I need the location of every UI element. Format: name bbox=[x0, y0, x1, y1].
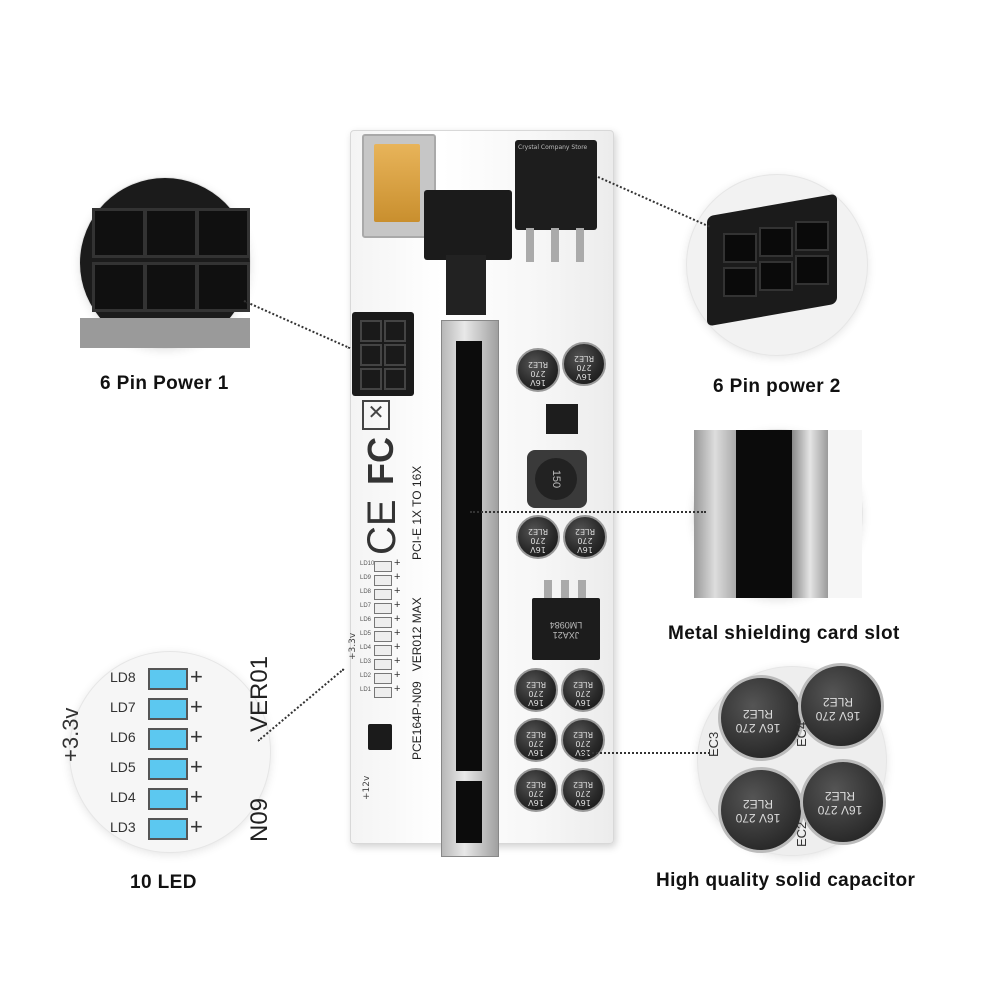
zoom-cap-text: 16V 270 RLE2 bbox=[735, 707, 781, 735]
zoom-led-row: LD4 + bbox=[110, 784, 203, 810]
fcc-text: FC bbox=[360, 437, 401, 485]
slot-hinge bbox=[446, 255, 486, 315]
slot-opening-main bbox=[456, 341, 482, 771]
slot-opening-short bbox=[456, 781, 482, 843]
zoom-led-row: LD7 + bbox=[110, 694, 203, 720]
ic-pins bbox=[542, 580, 590, 598]
power-ic-label: JXA21 LM0984 bbox=[549, 620, 583, 640]
capacitor: 16V 270 RLE2 bbox=[514, 768, 558, 812]
zoom-led-row: LD6 + bbox=[110, 724, 203, 750]
zoom-six-pin-power-1 bbox=[80, 178, 250, 348]
spec-text: PCI-E 1X TO 16X bbox=[410, 466, 424, 560]
board-led-row: LD1+ bbox=[360, 683, 420, 698]
usb-gold-pins bbox=[374, 144, 420, 222]
zoom-model-fragment-2: N09 bbox=[246, 797, 273, 842]
spec-label: PCI-E 1X TO 16X bbox=[410, 465, 424, 560]
ce-mark: CE bbox=[360, 499, 405, 555]
capacitor: 16V 270 RLE2 bbox=[561, 668, 605, 712]
leader-line-capacitor bbox=[580, 752, 710, 754]
inductor: 150 bbox=[527, 450, 587, 508]
zoom-cap-label: EC4 bbox=[794, 721, 809, 747]
pcie-x1-header bbox=[424, 190, 512, 260]
ce-text: CE bbox=[360, 499, 404, 555]
board-led-row: LD3+ bbox=[360, 655, 420, 670]
board-led-row: LD8+ bbox=[360, 585, 420, 600]
zoom-cap-text: 16V 270 RLE2 bbox=[815, 695, 861, 723]
zoom-capacitor: 16V 270 RLE2 16V 270 RLE2 16V 270 RLE2 1… bbox=[698, 663, 886, 855]
label-six-pin-power-1: 6 Pin Power 1 bbox=[100, 373, 229, 394]
power-ic: JXA21 LM0984 bbox=[532, 598, 600, 660]
capacitor: 16V 270 RLE2 bbox=[561, 768, 605, 812]
pcie-x16-slot bbox=[441, 320, 499, 857]
zoom-led-row: LD3 + bbox=[110, 814, 203, 840]
zoom-six-pin-power-2 bbox=[687, 175, 867, 355]
label-capacitor: High quality solid capacitor bbox=[656, 870, 916, 891]
store-label: Crystal Company Store bbox=[518, 144, 588, 151]
capacitor: 16V 270 RLE2 bbox=[561, 718, 605, 762]
inductor-label: 150 bbox=[535, 458, 577, 500]
capacitor: 16V 270 RLE2 bbox=[563, 515, 607, 559]
leader-line-pin1 bbox=[243, 300, 351, 350]
zoom-cap-label: EC2 bbox=[794, 821, 809, 847]
board-led-row: LD2+ bbox=[360, 669, 420, 684]
capacitor: 16V 270 RLE2 bbox=[516, 515, 560, 559]
board-led-row: LD9+ bbox=[360, 571, 420, 586]
led-driver-chip bbox=[368, 724, 392, 750]
board-led-row: LD6+ bbox=[360, 613, 420, 628]
zoom-model-fragment: VER01 bbox=[246, 655, 273, 732]
capacitor: 16V 270 RLE2 bbox=[562, 342, 606, 386]
label-six-pin-power-2: 6 Pin power 2 bbox=[713, 376, 841, 397]
zoom-metal-slot bbox=[694, 430, 862, 598]
capacitor: 16V 270 RLE2 bbox=[514, 718, 558, 762]
board-led-row: LD4+ bbox=[360, 641, 420, 656]
label-metal-slot: Metal shielding card slot bbox=[668, 623, 900, 644]
zoom-led: +3.3v LD8 + LD7 + LD6 + LD5 + LD4 + LD3 … bbox=[58, 652, 273, 852]
zoom-led-row: LD8 + bbox=[110, 664, 203, 690]
plus12-label: +12v bbox=[362, 775, 372, 800]
usb-port bbox=[362, 134, 436, 238]
six-pin-connector-side bbox=[352, 312, 414, 396]
board-led-row: LD7+ bbox=[360, 599, 420, 614]
zoom-cap-text: 16V 270 RLE2 bbox=[735, 797, 781, 825]
recycle-bin-mark: ✕ bbox=[362, 400, 390, 430]
zoom-cap-text: 16V 270 RLE2 bbox=[817, 789, 863, 817]
leader-line-slot bbox=[470, 511, 706, 513]
board-led-row: LD10+ bbox=[360, 557, 420, 572]
zoom-voltage-label: +3.3v bbox=[58, 707, 83, 762]
six-pin-connector-top: Crystal Company Store bbox=[515, 140, 597, 230]
capacitor: 16V 270 RLE2 bbox=[514, 668, 558, 712]
label-ten-led: 10 LED bbox=[130, 872, 197, 893]
capacitor: 16V 270 RLE2 bbox=[516, 348, 560, 392]
zoom-led-row: LD5 + bbox=[110, 754, 203, 780]
leader-line-pin2 bbox=[597, 176, 710, 228]
board-voltage-label: +3.3v bbox=[348, 632, 358, 660]
regulator-chip bbox=[546, 404, 578, 434]
board-led-row: LD5+ bbox=[360, 627, 420, 642]
fcc-mark: FC bbox=[360, 437, 402, 485]
connector-pins bbox=[520, 228, 592, 266]
